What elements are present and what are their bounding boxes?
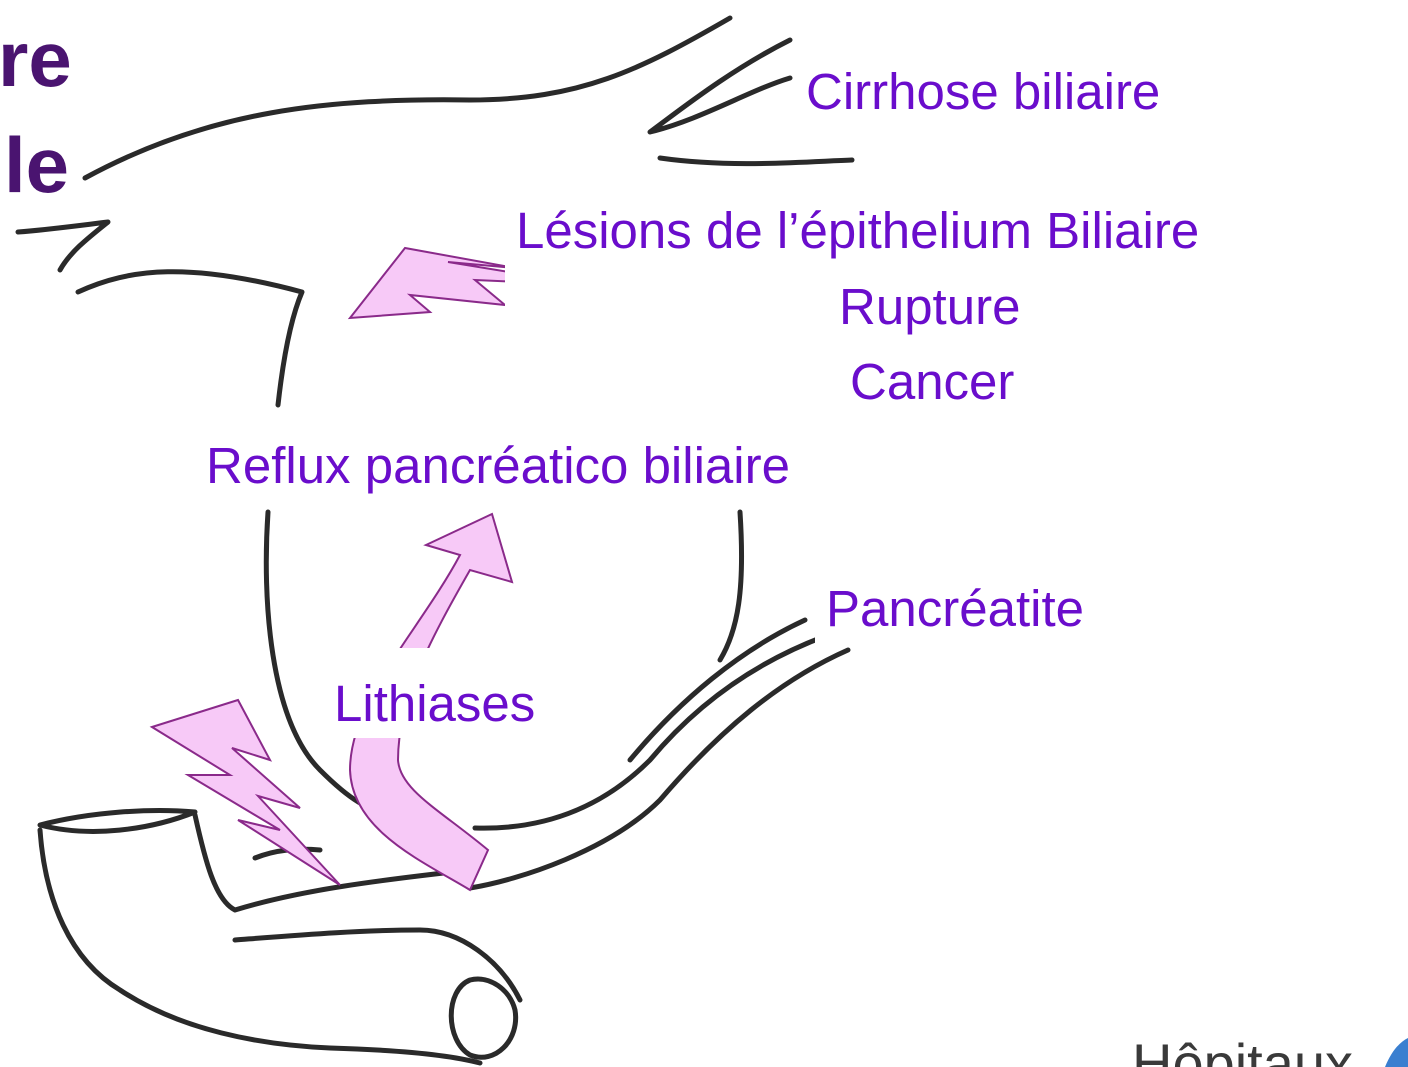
duodenum-left bbox=[40, 830, 480, 1063]
choledochal-cyst-right-wall bbox=[720, 512, 742, 660]
lightning-bolt-icon bbox=[152, 700, 340, 885]
label-lesions-epithelium: Lésions de l’épithelium Biliaire bbox=[516, 205, 1199, 256]
hepatic-duct-lower bbox=[78, 272, 302, 405]
title-fragment-2: le bbox=[4, 126, 69, 204]
label-pancreatite: Pancréatite bbox=[826, 583, 1084, 634]
title-fragment-1: re bbox=[0, 20, 72, 98]
hepatic-duct-branch-1 bbox=[650, 40, 790, 132]
duodenum-fold bbox=[235, 930, 520, 1000]
hepatic-duct-upper bbox=[85, 18, 730, 178]
label-reflux-pancreatico-biliaire: Reflux pancréatico biliaire bbox=[206, 440, 790, 491]
label-rupture: Rupture bbox=[839, 281, 1020, 332]
hepatic-duct-left bbox=[18, 222, 108, 270]
hospital-logo-text: Hôpitaux bbox=[1132, 1036, 1353, 1067]
label-lithiases: Lithiases bbox=[334, 678, 535, 729]
hepatic-duct-branch-2 bbox=[660, 158, 852, 164]
label-cancer: Cancer bbox=[850, 356, 1014, 407]
duodenum-top bbox=[40, 811, 195, 832]
ampulla-outline bbox=[451, 979, 515, 1057]
logo-accent-swoosh bbox=[1385, 1038, 1408, 1067]
label-cirrhose-biliaire: Cirrhose biliaire bbox=[806, 66, 1160, 117]
